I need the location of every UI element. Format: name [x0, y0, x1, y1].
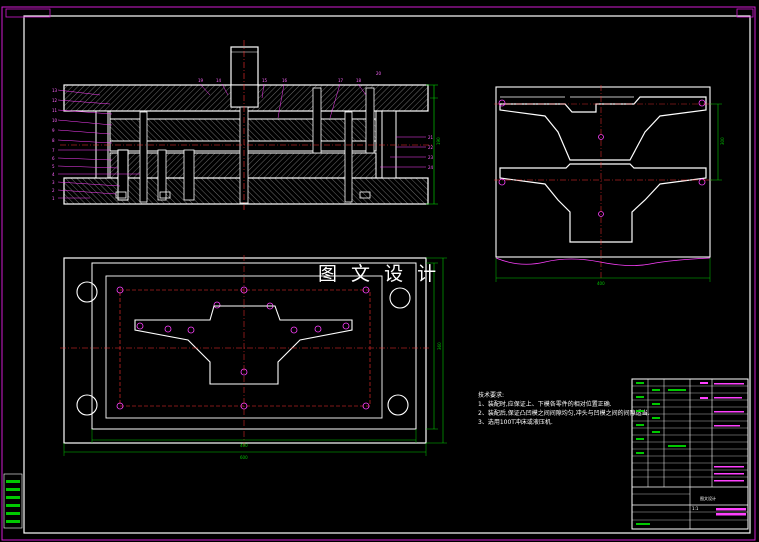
left-callouts: 13 12 11 10 9 8 7 6 5 4 3 2 1	[52, 88, 140, 201]
drawing-frame	[1, 6, 756, 541]
callout-22: 22	[428, 145, 434, 150]
assembly-height-dimension: 190	[436, 137, 441, 145]
callout-11: 11	[52, 108, 58, 113]
callout-18: 18	[356, 78, 362, 83]
callout-13: 13	[52, 88, 58, 93]
part-height-dimension: 300	[720, 137, 725, 145]
callout-6: 6	[52, 156, 55, 161]
top-view-inner-width-dimension: 400	[240, 443, 248, 448]
callout-16: 16	[282, 78, 288, 83]
callout-5: 5	[52, 164, 55, 169]
part-view: 400 300	[494, 85, 725, 286]
callout-24: 24	[428, 165, 434, 170]
callout-9: 9	[52, 128, 55, 133]
top-callouts: 19 14 15 16 17 18 20	[198, 71, 382, 119]
right-callouts: 21 22 23 24	[380, 135, 434, 170]
assembly-section-view: 190 19 14 15 16 17 18 20	[52, 40, 441, 210]
title-block-scale: 1:1	[692, 506, 699, 511]
notes-title: 技术要求:	[478, 391, 504, 399]
callout-7: 7	[52, 148, 55, 153]
callout-12: 12	[52, 98, 58, 103]
callout-3: 3	[52, 180, 55, 185]
note-item-1: 1、装配时,应保证上、下模各零件的相对位置正确.	[478, 400, 612, 408]
title-block: 图文设计 1:1	[631, 378, 749, 530]
callout-23: 23	[428, 155, 434, 160]
callout-4: 4	[52, 172, 55, 177]
callout-19: 19	[198, 78, 204, 83]
die-top-view: 400 600 360	[60, 255, 447, 460]
margin-stamp	[3, 473, 23, 529]
callout-21: 21	[428, 135, 434, 140]
callout-14: 14	[216, 78, 222, 83]
technical-notes: 技术要求: 1、装配时,应保证上、下模各零件的相对位置正确. 2、装配后,保证凸…	[478, 391, 650, 426]
callout-17: 17	[338, 78, 344, 83]
top-view-height-dimension: 360	[437, 342, 442, 350]
top-view-outer-width-dimension: 600	[240, 455, 248, 460]
watermark-text: 图 文 设 计	[318, 263, 440, 285]
note-item-3: 3、选用100T冲床或液压机.	[478, 418, 553, 426]
note-item-2: 2、装配后,保证凸凹模之间间隙均匀,冲头与凹模之间的间隙适当.	[478, 409, 650, 417]
title-block-title: 图文设计	[700, 495, 716, 501]
callout-20: 20	[376, 71, 382, 76]
callout-1: 1	[52, 196, 55, 201]
callout-15: 15	[262, 78, 268, 83]
callout-2: 2	[52, 188, 55, 193]
part-width-dimension: 400	[597, 281, 605, 286]
callout-8: 8	[52, 138, 55, 143]
callout-10: 10	[52, 118, 58, 123]
